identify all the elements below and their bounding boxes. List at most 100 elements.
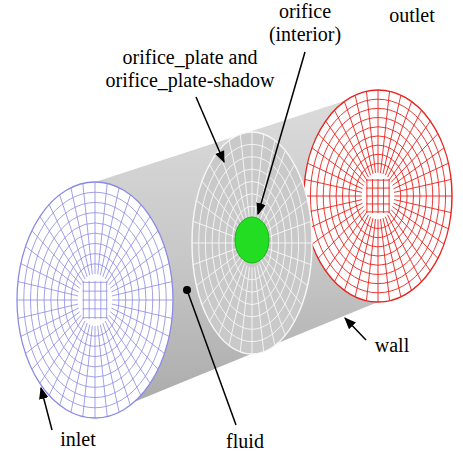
mesh-spoke	[110, 312, 164, 354]
mesh-spoke	[378, 219, 379, 302]
mesh-spoke	[259, 263, 285, 335]
mesh-spoke	[255, 134, 264, 219]
mesh-face	[192, 132, 312, 354]
mesh-spoke	[202, 257, 241, 305]
mesh-spoke	[83, 183, 93, 274]
mesh-spoke	[252, 267, 253, 354]
mesh-spoke	[394, 196, 452, 197]
mesh-spoke	[192, 243, 239, 244]
mesh-spoke	[390, 121, 431, 179]
mesh-spoke	[100, 188, 119, 276]
mesh-spoke	[252, 132, 253, 219]
mesh-spoke	[197, 201, 240, 234]
mesh-spoke	[318, 210, 365, 259]
part-label: fluid	[215, 430, 275, 453]
mesh-spoke	[18, 282, 78, 296]
mesh-spoke	[393, 148, 444, 186]
mesh-spoke	[391, 210, 438, 259]
mesh-spoke	[219, 263, 245, 335]
mesh-spoke	[110, 246, 164, 288]
mesh-spoke	[335, 215, 369, 282]
mesh-spoke	[326, 212, 367, 270]
mesh-spoke	[49, 321, 85, 395]
mesh-spoke	[109, 315, 158, 369]
mesh-spoke	[60, 323, 88, 405]
mesh-spoke	[26, 312, 80, 354]
mesh-spoke	[264, 252, 307, 285]
mesh-spoke	[112, 282, 172, 296]
leader-line	[187, 290, 236, 425]
mesh-spoke	[100, 325, 119, 413]
mesh-spoke	[210, 165, 243, 226]
mesh-spoke	[83, 326, 93, 417]
mesh-spoke	[219, 151, 245, 223]
mesh-spoke	[95, 326, 96, 418]
mesh-spoke	[265, 221, 311, 238]
outlet-mesh	[304, 90, 452, 302]
mesh-grid	[366, 196, 390, 197]
mesh-grid	[366, 211, 390, 212]
mesh-spoke	[393, 163, 448, 189]
mesh-spoke	[32, 231, 81, 285]
mesh-spoke	[308, 163, 363, 189]
mesh-spoke	[112, 300, 173, 301]
mesh-spoke	[381, 91, 390, 173]
mesh-spoke	[385, 217, 411, 291]
mesh-spoke	[257, 266, 275, 346]
mesh-grid	[83, 291, 108, 292]
mesh-spoke	[193, 221, 239, 238]
plate-mesh	[192, 132, 312, 354]
leader-line	[345, 318, 366, 340]
mesh-spoke	[40, 217, 83, 282]
orifice-opening	[235, 217, 269, 263]
mesh-spoke	[60, 195, 88, 277]
mesh-spoke	[265, 243, 312, 244]
mesh-spoke	[71, 325, 90, 413]
mesh-spoke	[21, 308, 79, 336]
mesh-spoke	[378, 90, 379, 173]
mesh-spoke	[394, 200, 451, 213]
mesh-spoke	[261, 260, 294, 321]
mesh-grid	[83, 282, 108, 283]
part-label: orifice (interior)	[255, 0, 355, 46]
mesh-spoke	[17, 300, 78, 301]
mesh-spoke	[393, 203, 448, 229]
mesh-spoke	[32, 315, 81, 369]
mesh-spoke	[107, 318, 150, 383]
mesh-grid	[366, 203, 390, 204]
mesh-spoke	[263, 257, 302, 305]
mesh-spoke	[103, 323, 131, 405]
mesh-spoke	[304, 196, 362, 197]
mesh-spoke	[98, 183, 108, 274]
mesh-spoke	[202, 181, 241, 229]
mesh-spoke	[71, 188, 90, 276]
mesh-spoke	[261, 165, 294, 226]
mesh-spoke	[255, 267, 264, 352]
part-label: wall	[362, 334, 422, 357]
mesh-spoke	[312, 207, 363, 245]
mesh-spoke	[355, 95, 373, 174]
mesh-spoke	[112, 304, 172, 318]
mesh-spoke	[109, 231, 158, 285]
mesh-spoke	[394, 179, 451, 192]
mesh-spoke	[21, 264, 79, 292]
mesh-grid	[83, 308, 108, 309]
mesh-spoke	[49, 205, 85, 279]
part-label: outlet	[372, 4, 452, 27]
mesh-spoke	[390, 212, 431, 270]
leader-line	[196, 97, 224, 162]
mesh-spoke	[103, 195, 131, 277]
mesh-grid	[83, 317, 108, 318]
mesh-spoke	[355, 218, 373, 297]
mesh-face	[17, 182, 173, 418]
mesh-spoke	[193, 248, 239, 265]
part-label: orifice_plate and orifice_plate-shadow	[88, 46, 293, 92]
mesh-spoke	[366, 91, 375, 173]
mesh-spoke	[391, 134, 438, 183]
mesh-spoke	[381, 219, 390, 301]
mesh-spoke	[308, 203, 363, 229]
mesh-spoke	[318, 134, 365, 183]
mesh-spoke	[265, 248, 311, 265]
mesh-spoke	[98, 326, 108, 417]
